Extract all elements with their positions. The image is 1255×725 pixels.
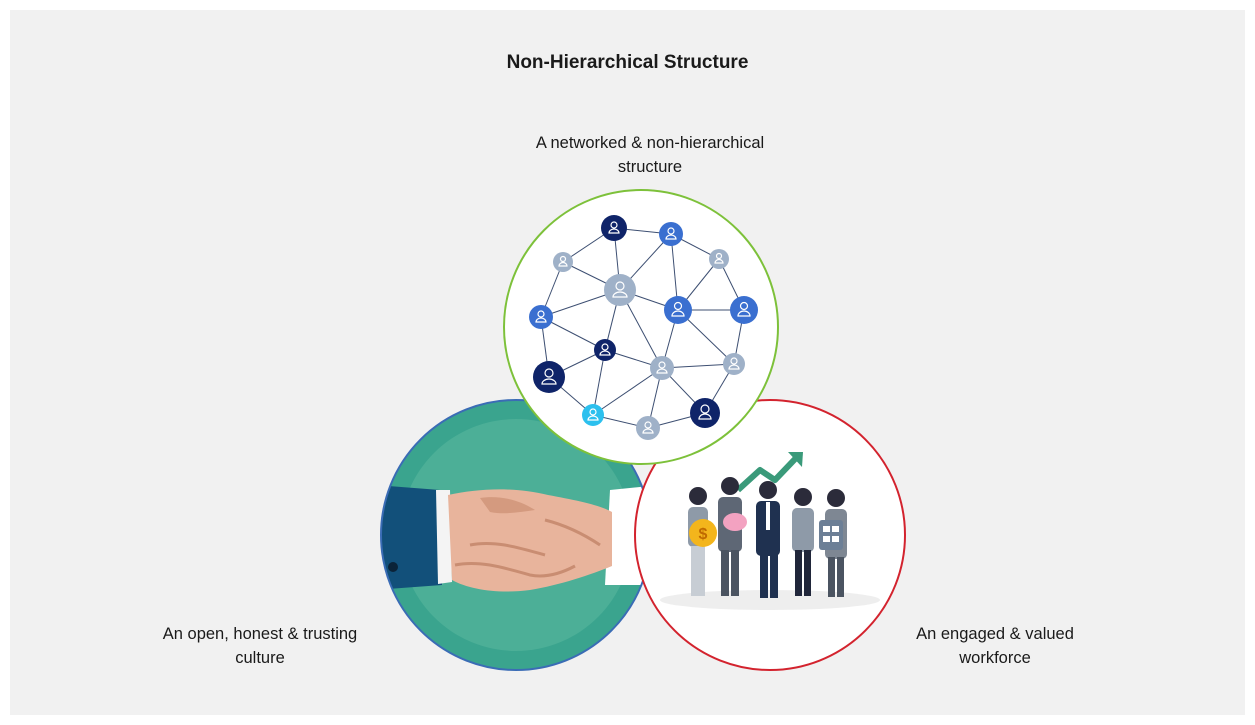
workforce-circle: $	[634, 399, 906, 671]
team-growth-icon: $	[660, 452, 880, 610]
person-icons	[535, 221, 751, 434]
network-circle	[503, 189, 779, 465]
label-open-culture: An open, honest & trusting culture	[162, 625, 358, 667]
label-networked-structure: A networked & non-hierarchical structure	[535, 134, 765, 176]
label-engaged-workforce: An engaged & valued workforce	[916, 625, 1074, 667]
people-network-icon	[529, 215, 758, 440]
svg-text:$: $	[699, 526, 708, 543]
diagram-title: Non-Hierarchical Structure	[506, 52, 749, 73]
